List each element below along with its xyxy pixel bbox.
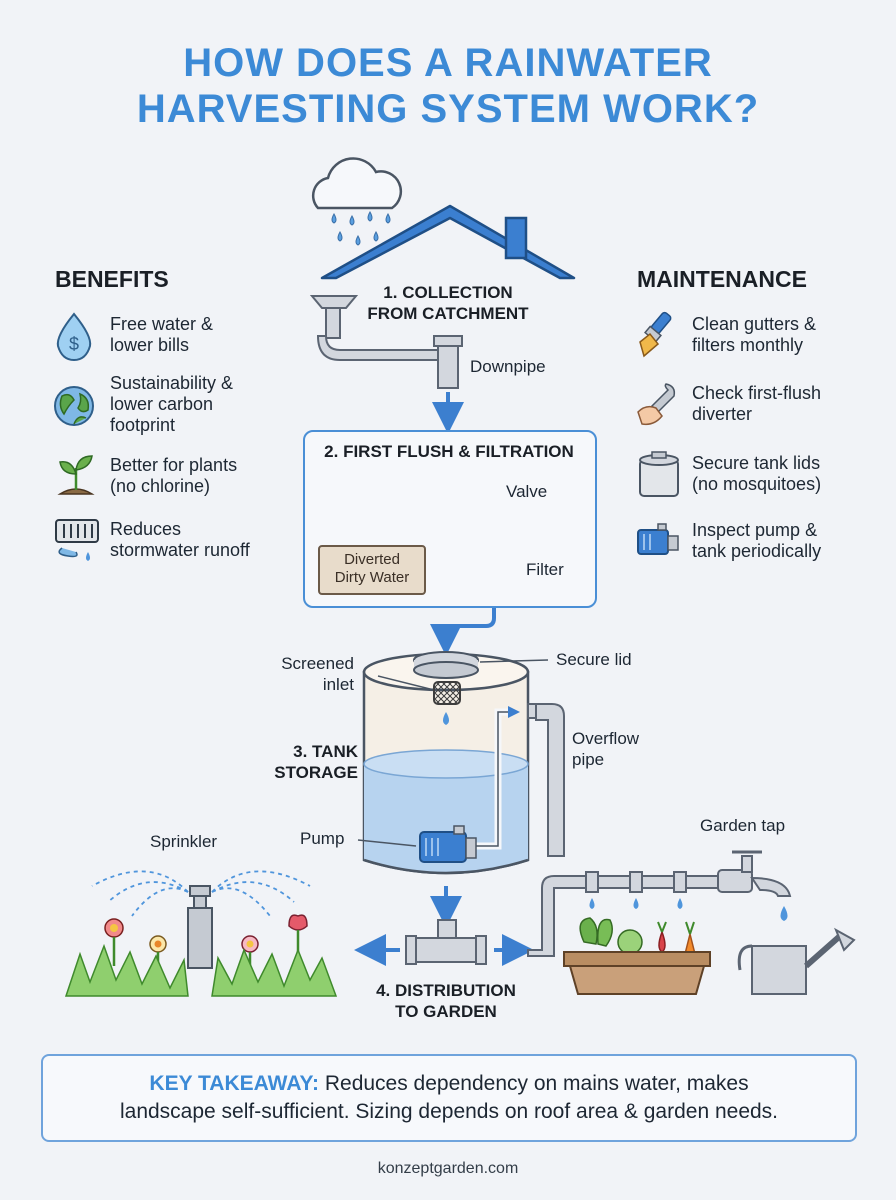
step-line: 3. TANK bbox=[293, 742, 358, 761]
pump-maint-icon bbox=[637, 523, 679, 555]
benefit-text: Reduces stormwater runoff bbox=[110, 519, 300, 561]
benefit-line: (no chlorine) bbox=[110, 476, 211, 496]
page-title: HOW DOES A RAINWATER HARVESTING SYSTEM W… bbox=[0, 40, 896, 132]
label-line: inlet bbox=[322, 675, 354, 694]
maintenance-text: Clean gutters & filters monthly bbox=[692, 314, 882, 356]
takeaway-label: KEY TAKEAWAY: bbox=[149, 1072, 319, 1095]
step-storage: 3. TANK STORAGE bbox=[258, 741, 358, 783]
vegetable-planter bbox=[563, 917, 711, 995]
cloud-icon bbox=[311, 157, 403, 210]
benefits-heading: BENEFITS bbox=[55, 266, 169, 292]
pump-icon bbox=[419, 825, 477, 863]
label-line: pipe bbox=[572, 750, 605, 769]
maintenance-line: filters monthly bbox=[692, 335, 804, 355]
diverted-line: Diverted bbox=[344, 551, 400, 568]
label-sprinkler: Sprinkler bbox=[150, 832, 218, 851]
label-line: Screened bbox=[281, 654, 354, 673]
label-downpipe: Downpipe bbox=[470, 357, 546, 376]
benefit-line: Reduces bbox=[110, 519, 182, 539]
svg-text:$: $ bbox=[69, 334, 79, 354]
benefit-line: lower bills bbox=[110, 335, 190, 355]
sprinkler-spray bbox=[91, 870, 311, 917]
label-secure-lid: Secure lid bbox=[556, 650, 632, 669]
footer-url[interactable]: konzeptgarden.com bbox=[377, 1160, 519, 1177]
watering-can-icon bbox=[737, 927, 856, 995]
key-takeaway-box: KEY TAKEAWAY: Reduces dependency on main… bbox=[41, 1054, 857, 1142]
drip-pipe bbox=[527, 871, 719, 957]
maintenance-line: Clean gutters & bbox=[692, 314, 817, 334]
diverted-line: Dirty Water bbox=[334, 569, 410, 586]
paintbrush-icon bbox=[639, 311, 672, 358]
maintenance-line: Check first-flush bbox=[692, 383, 822, 403]
maintenance-line: Inspect pump & bbox=[692, 520, 818, 540]
label-garden-tap: Garden tap bbox=[700, 816, 786, 835]
overflow-pipe bbox=[527, 703, 565, 857]
label-valve: Valve bbox=[506, 482, 548, 501]
benefit-text: Sustainability & lower carbon footprint bbox=[110, 373, 300, 436]
benefit-line: lower carbon bbox=[110, 394, 214, 414]
benefit-line: footprint bbox=[110, 415, 176, 435]
label-filter: Filter bbox=[526, 560, 564, 579]
benefit-text: Better for plants (no chlorine) bbox=[110, 455, 300, 497]
takeaway-line-2: landscape self-sufficient. Sizing depend… bbox=[119, 1100, 779, 1123]
step-line: STORAGE bbox=[274, 763, 358, 782]
benefit-line: Free water & bbox=[110, 314, 214, 334]
label-screened-inlet: Screened inlet bbox=[262, 653, 354, 695]
step-line: 1. COLLECTION bbox=[383, 283, 513, 302]
gutter-downpipe bbox=[309, 295, 463, 389]
diverted-dirty-water-box: Diverted Dirty Water bbox=[318, 545, 426, 595]
step-distribution: 4. DISTRIBUTION TO GARDEN bbox=[358, 980, 534, 1022]
step-line: 4. DISTRIBUTION bbox=[376, 981, 516, 1000]
benefit-line: Sustainability & bbox=[110, 373, 234, 393]
t-junction bbox=[405, 919, 487, 965]
maintenance-text: Secure tank lids (no mosquitoes) bbox=[692, 453, 882, 495]
step-collection: 1. COLLECTION FROM CATCHMENT bbox=[358, 282, 538, 324]
tank-lid bbox=[413, 651, 479, 679]
label-line: Overflow bbox=[572, 729, 640, 748]
drip-drops-icon bbox=[589, 898, 683, 909]
takeaway-text: Reduces dependency on mains water, makes bbox=[324, 1072, 749, 1095]
step-line: FROM CATCHMENT bbox=[367, 304, 529, 323]
roof bbox=[320, 204, 576, 280]
water-drop-dollar-icon: $ bbox=[56, 312, 92, 362]
tank-lid-icon bbox=[639, 451, 679, 497]
screened-inlet-icon bbox=[433, 681, 461, 725]
benefit-line: stormwater runoff bbox=[110, 540, 250, 560]
benefit-text: Free water & lower bills bbox=[110, 314, 300, 356]
seedling-icon bbox=[57, 455, 95, 495]
wrench-hand-icon bbox=[637, 383, 676, 426]
flowers-icon bbox=[104, 914, 308, 970]
step-line: 2. FIRST FLUSH & FILTRATION bbox=[324, 442, 574, 461]
storm-drain-icon bbox=[55, 519, 99, 561]
maintenance-line: Secure tank lids bbox=[692, 453, 821, 473]
maintenance-line: tank periodically bbox=[692, 541, 822, 561]
sprinkler-icon bbox=[187, 885, 213, 969]
takeaway-line-1: KEY TAKEAWAY: Reduces dependency on main… bbox=[43, 1070, 855, 1098]
maintenance-heading: MAINTENANCE bbox=[637, 266, 807, 292]
grass bbox=[64, 943, 338, 997]
globe-leaf-icon bbox=[54, 386, 94, 426]
rain-drops-icon bbox=[331, 210, 391, 246]
maintenance-text: Check first-flush diverter bbox=[692, 383, 882, 425]
maintenance-line: (no mosquitoes) bbox=[692, 474, 822, 494]
label-pump: Pump bbox=[300, 829, 345, 848]
maintenance-text: Inspect pump & tank periodically bbox=[692, 520, 882, 562]
maintenance-line: diverter bbox=[692, 404, 753, 424]
title-line-1: HOW DOES A RAINWATER bbox=[183, 41, 713, 85]
step-filtration: 2. FIRST FLUSH & FILTRATION bbox=[305, 441, 593, 462]
benefit-line: Better for plants bbox=[110, 455, 238, 475]
step-line: TO GARDEN bbox=[395, 1002, 497, 1021]
title-line-2: HARVESTING SYSTEM WORK? bbox=[136, 87, 760, 131]
label-overflow-pipe: Overflow pipe bbox=[572, 728, 639, 770]
garden-tap-icon bbox=[717, 850, 792, 921]
